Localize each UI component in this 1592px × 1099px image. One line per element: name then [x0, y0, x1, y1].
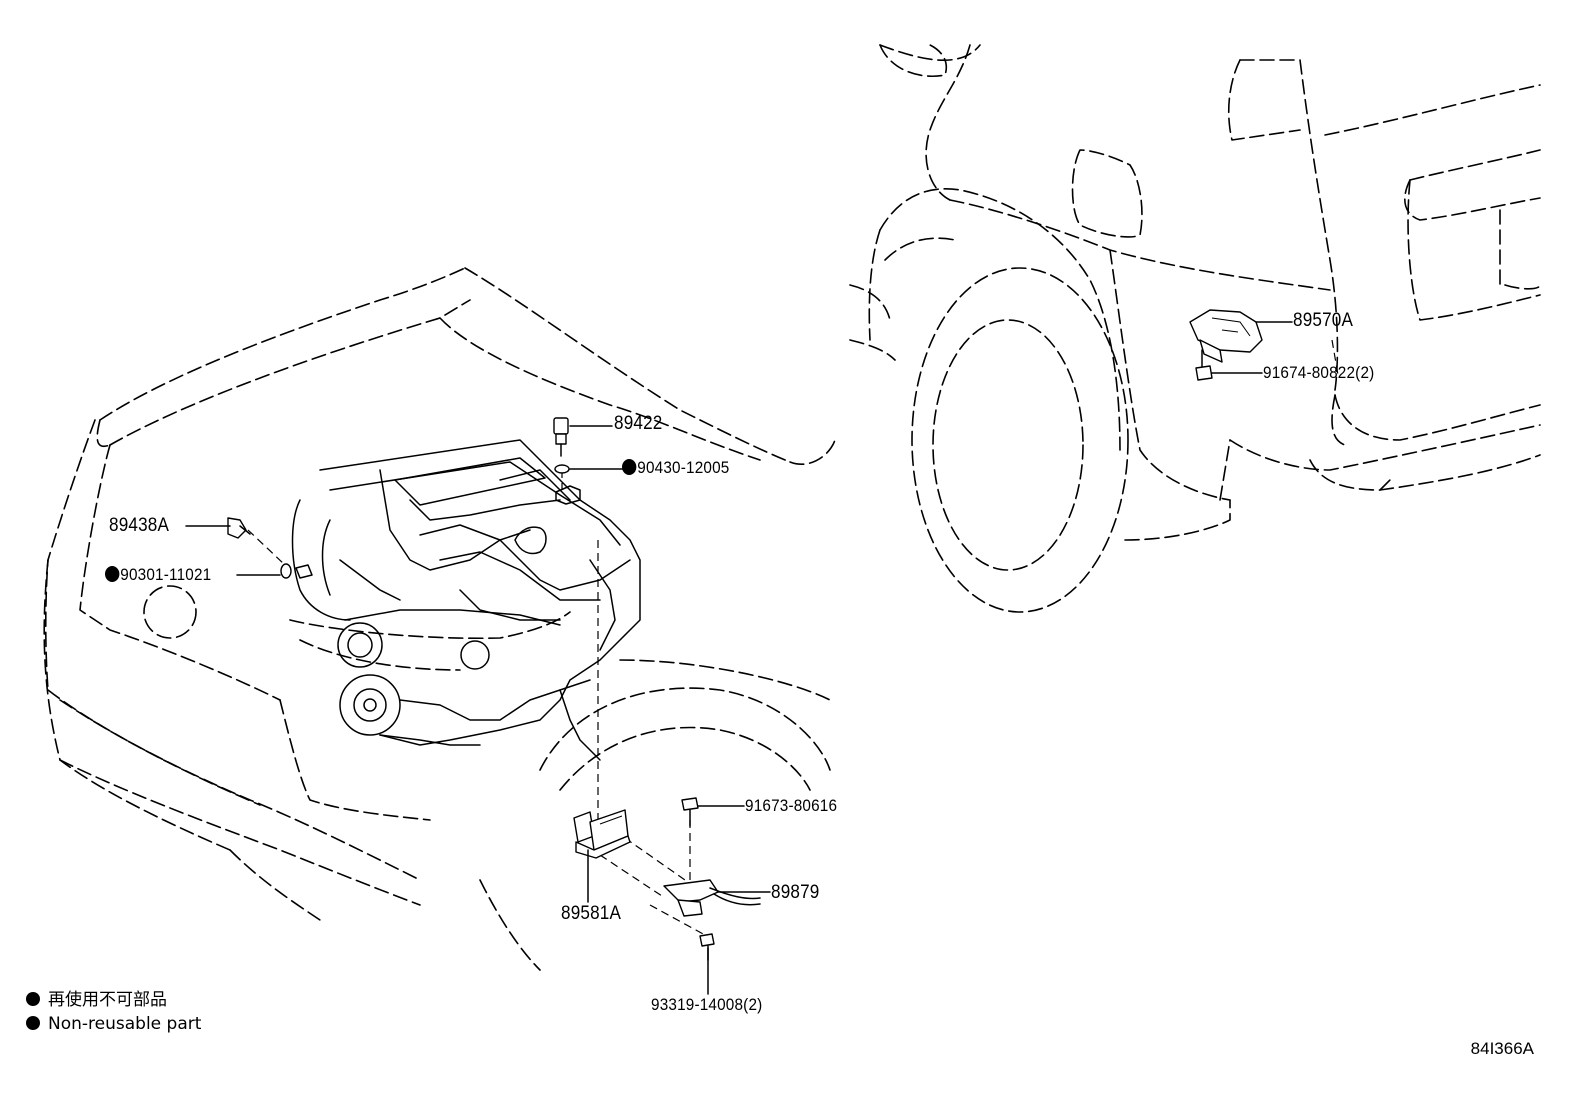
callout-90301-11021: 90301-11021: [105, 566, 211, 583]
callout-90430-12005: 90430-12005: [622, 459, 729, 476]
part-89879-graphic: [663, 879, 761, 917]
callout-89438A-text: 89438A: [109, 515, 170, 536]
engine-block: [291, 439, 641, 761]
part-91674-graphic: [1195, 349, 1213, 381]
part-89581A-graphic: [573, 809, 631, 859]
non-reusable-marker-icon: [622, 459, 637, 475]
callout-89570A: 89570A: [1293, 311, 1353, 330]
callout-90430-text: 90430-12005: [637, 458, 730, 477]
callout-89581A: 89581A: [561, 904, 621, 923]
legend-jp: 再使用不可部品: [26, 992, 167, 1009]
callout-89581A-text: 89581A: [561, 903, 622, 924]
legend-en: Non-reusable part: [26, 1016, 201, 1033]
callout-90301-text: 90301-11021: [120, 565, 212, 584]
vehicle-rear-outline: [849, 44, 1541, 613]
illustration-code: 84I366A: [1470, 1039, 1534, 1058]
callout-91674-80822: 91674-80822(2): [1263, 364, 1374, 381]
part-89570A-graphic: [1189, 309, 1263, 363]
callout-89422-text: 89422: [614, 413, 663, 434]
callout-89422: 89422: [614, 414, 662, 433]
callout-89438A: 89438A: [109, 516, 169, 535]
callout-89570A-text: 89570A: [1293, 310, 1354, 331]
callout-89879: 89879: [771, 883, 819, 902]
legend-jp-text: 再使用不可部品: [48, 990, 167, 1010]
non-reusable-marker-icon: [26, 1016, 40, 1030]
part-90430-graphic: [554, 464, 570, 474]
part-89438A-graphic: [227, 517, 251, 539]
callout-93319-14008: 93319-14008(2): [651, 996, 762, 1013]
legend-en-text: Non-reusable part: [48, 1014, 202, 1034]
part-89422-graphic: [553, 417, 569, 457]
callout-91673-80616: 91673-80616: [745, 797, 837, 814]
callout-93319-text: 93319-14008(2): [651, 995, 763, 1014]
part-91673-graphic: [681, 797, 699, 827]
callout-91674-text: 91674-80822(2): [1263, 363, 1375, 382]
part-93319-graphic: [699, 933, 715, 961]
callout-89879-text: 89879: [771, 882, 820, 903]
part-90301-graphic: [280, 563, 292, 579]
non-reusable-marker-icon: [26, 992, 40, 1006]
vehicle-front-outline: [43, 267, 836, 971]
callout-91673-text: 91673-80616: [745, 796, 838, 815]
non-reusable-marker-icon: [105, 566, 120, 582]
